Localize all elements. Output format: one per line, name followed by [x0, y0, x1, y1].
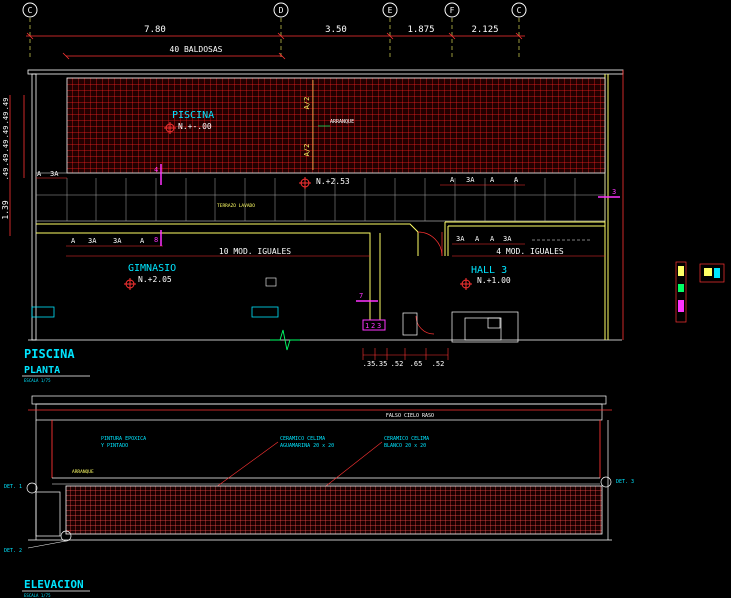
det-3: DET. 3 — [616, 479, 634, 485]
gym-label: GIMNASIO — [128, 263, 176, 274]
bottom-dim-4: .65 — [410, 360, 423, 368]
hall-modules: 4 MOD. IGUALES — [496, 247, 564, 256]
marker-1: 1 — [365, 322, 369, 330]
bottom-dim-3: .52 — [391, 360, 404, 368]
pintura-line2: Y PINTADO — [101, 443, 128, 449]
gym-level: N.+2.05 — [138, 275, 172, 284]
pool-arranque: ARRANQUE — [330, 119, 354, 125]
marker-3: 3 — [612, 188, 616, 196]
elev-tile-wall — [65, 485, 603, 535]
gym-module-a1: A — [71, 237, 76, 245]
marker-3b: 3 — [377, 322, 381, 330]
gym-module-3a1: 3A — [88, 237, 97, 245]
terrace-level-marker — [299, 177, 311, 189]
dim-1-875: 1.875 — [407, 25, 434, 35]
axis-label-e: E — [388, 6, 393, 15]
pool-level-marker — [164, 122, 176, 134]
ceramico1-line1: CERAMICO CELIMA — [280, 436, 325, 442]
bottom-dim-2: .35 — [375, 360, 388, 368]
left-dim-5: .49 — [2, 154, 10, 167]
ceramico2-line2: BLANCO 20 x 20 — [384, 443, 426, 449]
module-3a-1: 3A — [50, 170, 59, 178]
axis-label-f: F — [450, 6, 455, 15]
terrace-label: TERRAZO LAVADO — [217, 203, 255, 209]
bottom-dim-5: .52 — [432, 360, 445, 368]
dim-3-50: 3.50 — [325, 25, 347, 35]
ceramico2-line1: CERAMICO CELIMA — [384, 436, 429, 442]
grid-axes: C D E F C — [22, 2, 527, 60]
section-markers: 4 8 3 7 1 2 3 — [154, 164, 620, 331]
module-a-1: A — [37, 170, 42, 178]
axis-bubble-c2: C — [511, 2, 527, 60]
pool-a2-bottom: A/2 — [303, 144, 311, 157]
marker-7: 7 — [359, 292, 363, 300]
pool-level: N.+-.00 — [178, 122, 212, 131]
dim-baldosas: 40 BALDOSAS — [170, 45, 223, 54]
elevation-view: FALSO CIELO RASO PINTURA EPOXICA Y PINTA… — [4, 395, 634, 554]
left-dim-6: .49 — [2, 168, 10, 181]
plan-title-scale: ESCALA 1/75 — [24, 378, 51, 383]
marker-2: 2 — [371, 322, 375, 330]
dim-2-125: 2.125 — [471, 25, 498, 35]
det-1: DET. 1 — [4, 484, 22, 490]
ceramico1-line2: AGUAMARINA 20 x 20 — [280, 443, 334, 449]
axis-bubble-d: D — [273, 2, 289, 60]
marker-4: 4 — [154, 166, 158, 174]
axis-label-c1: C — [28, 6, 33, 15]
left-dimensions: .49 .49 .49 .49 .49 .49 1.39 — [1, 95, 25, 236]
plan-title: PISCINA PLANTA ESCALA 1/75 — [22, 347, 90, 383]
axis-bubble-e: E — [382, 2, 398, 60]
marker-8: 8 — [154, 236, 158, 244]
elev-title: ELEVACION ESCALA 1/75 — [22, 578, 90, 598]
gym-module-a2: A — [140, 237, 145, 245]
terrace-level: N.+2.53 — [316, 177, 350, 186]
plan-view: PISCINA N.+-.00 A/2 A/2 ARRANQUE TERRAZO… — [27, 69, 624, 368]
axis-label-c2: C — [517, 6, 522, 15]
hall-module-a2: A — [490, 235, 495, 243]
hall-module-3a1: 3A — [456, 235, 465, 243]
bottom-dim-1: .35 — [363, 360, 376, 368]
pintura-line1: PINTURA EPOXICA — [101, 436, 146, 442]
hall-module-3a2: 3A — [503, 235, 512, 243]
left-dim-2: .49 — [2, 112, 10, 125]
axis-bubble-c1: C — [22, 2, 38, 60]
top-dimensions: 7.80 3.50 1.875 2.125 40 BALDOSAS — [26, 25, 525, 60]
gym-level-marker — [124, 278, 136, 290]
hall-level-marker — [460, 278, 472, 290]
gym-modules: 10 MOD. IGUALES — [219, 247, 291, 256]
axis-label-d: D — [279, 6, 284, 15]
pool-label: PISCINA — [172, 110, 214, 121]
elev-title-scale: ESCALA 1/75 — [24, 593, 51, 598]
module-a-2: A — [450, 176, 455, 184]
left-dim-3: .49 — [2, 126, 10, 139]
plan-title-name: PISCINA — [24, 347, 75, 361]
dim-7-80: 7.80 — [144, 25, 166, 35]
det-2: DET. 2 — [4, 548, 22, 554]
hall-label: HALL 3 — [471, 265, 507, 276]
plan-title-sub: PLANTA — [24, 365, 60, 376]
left-dim-1: .49 — [2, 98, 10, 111]
hall-module-a1: A — [475, 235, 480, 243]
gym-module-3a2: 3A — [113, 237, 122, 245]
elev-title-name: ELEVACION — [24, 578, 84, 591]
hall-level: N.+1.00 — [477, 276, 511, 285]
elev-arranque: ARRANQUE — [72, 469, 94, 475]
module-a-4: A — [514, 176, 519, 184]
side-details — [675, 261, 725, 323]
module-3a-2: 3A — [466, 176, 475, 184]
pool-a2-top: A/2 — [303, 97, 311, 110]
module-a-3: A — [490, 176, 495, 184]
left-dim-4: .49 — [2, 140, 10, 153]
left-dim-1-39: 1.39 — [1, 200, 10, 219]
falso-cielo-raso: FALSO CIELO RASO — [386, 413, 434, 419]
axis-bubble-f: F — [444, 2, 460, 60]
